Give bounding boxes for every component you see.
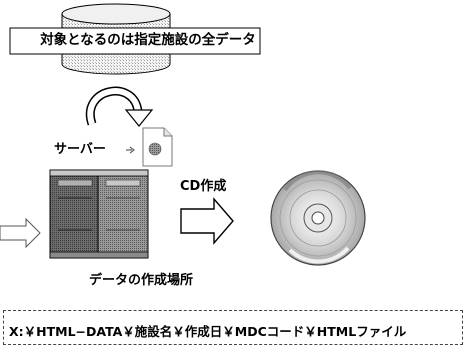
place-label: データの作成場所	[89, 273, 194, 288]
incoming-arrow-icon	[0, 217, 41, 249]
server-icon	[49, 169, 149, 259]
scope-label: 対象となるのは指定施設の全データ	[40, 32, 256, 48]
small-arrow-icon	[126, 146, 135, 154]
scope-label-wrap: 対象となるのは指定施設の全データ	[16, 32, 280, 50]
scope-label-box	[9, 27, 261, 55]
server-label: サーバー	[54, 142, 106, 157]
cd-label: CD作成	[180, 179, 227, 194]
curved-arrow-icon	[85, 86, 154, 127]
path-box: X:￥HTML−DATA￥施設名￥作成日￥MDCコード￥HTMLファイル	[3, 310, 463, 345]
block-arrow-icon	[180, 197, 234, 245]
path-text: X:￥HTML−DATA￥施設名￥作成日￥MDCコード￥HTMLファイル	[9, 324, 407, 339]
cd-disc-icon	[270, 170, 366, 266]
cd-document-icon	[142, 127, 173, 167]
